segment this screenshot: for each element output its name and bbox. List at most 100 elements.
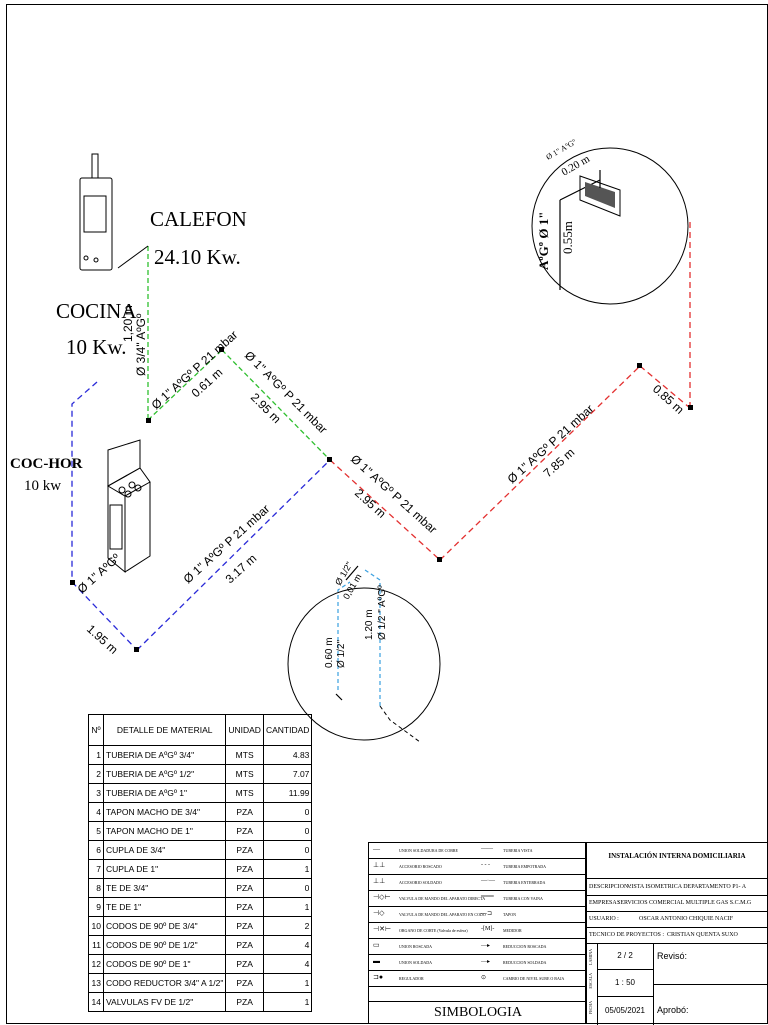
material-detail: CODOS DE 90º DE 3/4": [102, 916, 227, 936]
detail-top-label-c: AºGº Ø 1": [536, 212, 551, 270]
symbol-icon: ═══: [481, 894, 494, 900]
material-unit: PZA: [225, 916, 264, 936]
symbol-icon: ⊥⊥: [373, 861, 386, 869]
material-unit: MTS: [225, 764, 264, 784]
tb-empresa-value: SERVICIOS COMERCIAL MULTIPLE GAS S.C.M.G: [617, 900, 752, 906]
tb-usuario-label: USUARIO :: [589, 916, 619, 922]
material-unit: MTS: [225, 783, 264, 803]
material-unit: PZA: [225, 935, 264, 955]
symbology-row: ⊣✕⊢ORGANO DE CORTE (Valvula de esfera)-[…: [369, 923, 587, 939]
symbol-icon: -[M]-: [481, 926, 495, 932]
green-vertical-label: Ø 3/4" AºGº: [134, 313, 148, 376]
material-number: 14: [88, 992, 104, 1012]
material-unit: PZA: [225, 992, 264, 1012]
material-number: 5: [88, 821, 104, 841]
tb-side-labels: LAMINA ESCALA FECHA: [587, 943, 598, 1025]
symbol-label-left: ACCESORIO ROSCADO: [399, 864, 442, 869]
materials-header-unit: UNIDAD: [225, 714, 264, 746]
coc-hor-name: COC-HOR: [10, 456, 83, 472]
symbol-label-left: VALVULA DE MANDO DEL APARATO DIRECTA: [399, 896, 486, 901]
symbol-label-right: TUBERIA VISTA: [503, 848, 533, 853]
tb-lamina: 2 / 2: [597, 943, 653, 970]
material-detail: CODOS DE 90º DE 1/2": [102, 935, 227, 955]
blue-diag-length: 3.17 m: [223, 551, 260, 586]
tb-side-fecha: FECHA: [588, 1001, 593, 1015]
symbology-row: ⊣◇⊢ VALVULA DE MANDO DEL APARATO DIRECTA═…: [369, 891, 587, 907]
symbol-icon: ⊣◇⊢: [373, 893, 391, 901]
material-number: 12: [88, 954, 104, 974]
symbol-icon: —▸: [481, 959, 491, 965]
material-detail: CUPLA DE 3/4": [102, 840, 227, 860]
material-number: 11: [88, 935, 104, 955]
tb-fecha: 05/05/2021: [604, 1006, 646, 1015]
calefon-name: CALEFON: [150, 207, 247, 231]
material-number: 9: [88, 897, 104, 917]
material-detail: TUBERIA DE AºGº 3/4": [102, 745, 227, 765]
detail-bottom-label-c: 0.60 m: [324, 637, 335, 668]
tb-empresa-row: EMPRESA : SERVICIOS COMERCIAL MULTIPLE G…: [587, 895, 767, 912]
tb-values: 2 / 2 1 : 50 05/05/2021: [597, 943, 654, 1025]
tb-usuario-row: USUARIO : OSCAR ANTONIO CHIQUIE NACIF: [587, 911, 767, 928]
detail-bottom-label-e: 1.20 m: [364, 609, 375, 640]
tb-tecnico-row: TECNICO DE PROYECTOS : CRISTIAN QUENTA S…: [587, 927, 767, 944]
material-unit: PZA: [225, 859, 264, 879]
material-detail: CUPLA DE 1": [102, 859, 227, 879]
material-detail: TE DE 1": [102, 897, 227, 917]
material-unit: PZA: [225, 973, 264, 993]
symbol-label-right: TUBERIA ENTERRADA: [503, 880, 546, 885]
detail-top-circle: [531, 147, 689, 305]
material-quantity: 1: [262, 859, 313, 879]
symbol-label-left: UNION SOLDADA: [399, 960, 432, 965]
symbol-label-left: VALVULA DE MANDO DEL APARATO EN CODO: [399, 912, 486, 917]
material-number: 10: [88, 916, 104, 936]
detail-bottom-label-d: Ø 1/2": [336, 640, 347, 668]
material-number: 1: [88, 745, 104, 765]
symbology-row: ⊥⊥ACCESORIO ROSCADO- - -TUBERIA EMPOTRAD…: [369, 859, 587, 875]
material-quantity: 1: [262, 973, 313, 993]
tb-descripcion-label: DESCRIPCION :: [589, 884, 632, 890]
detail-bottom-label-f: Ø 1/2 " AºGº: [377, 585, 388, 640]
symbol-label-right: REDUCCION SOLDADA: [503, 960, 547, 965]
symbol-icon: ⊐●: [373, 973, 384, 981]
material-detail: CODOS DE 90º DE 1": [102, 954, 227, 974]
symbol-icon: ▭: [373, 941, 380, 949]
symbology-row: ⊣◇VALVULA DE MANDO DEL APARATO EN CODO—⊐…: [369, 907, 587, 923]
material-quantity: 0: [262, 878, 313, 898]
symbol-label-right: CAMBIO DE NIVEL SUBE O BAJA: [503, 976, 565, 981]
green-pipe: [147, 246, 331, 461]
material-number: 6: [88, 840, 104, 860]
tb-divider: [653, 984, 767, 985]
detail-top-label-d: 0.55m: [560, 221, 575, 254]
symbol-icon: ⊙: [481, 975, 487, 981]
material-unit: PZA: [225, 878, 264, 898]
green-vertical-length: 1,20 m: [121, 305, 135, 342]
material-quantity: 7.07: [262, 764, 313, 784]
symbol-icon: ▬: [373, 957, 380, 965]
material-quantity: 0: [262, 840, 313, 860]
calefon-power: 24.10 Kw.: [154, 245, 241, 269]
symbol-label-left: ORGANO DE CORTE (Valvula de esfera): [399, 928, 468, 933]
green-pipe-connector: [117, 245, 149, 269]
blue-pipe: [71, 381, 331, 651]
materials-header-detail: DETALLE DE MATERIAL: [102, 714, 227, 746]
title-block: INSTALACIÓN INTERNA DOMICILIARIA DESCRIP…: [586, 842, 768, 1025]
symbology-row: ⊥⊥ACCESORIO SOLDADO—·—TUBERIA ENTERRADA: [369, 875, 587, 891]
material-quantity: 0: [262, 821, 313, 841]
material-number: 2: [88, 764, 104, 784]
stove-icon: [106, 439, 151, 574]
symbol-label-right: TUBERIA CON VAINA: [503, 896, 543, 901]
symbol-icon: —: [373, 845, 380, 853]
tb-escala: 1 : 50: [597, 970, 653, 997]
